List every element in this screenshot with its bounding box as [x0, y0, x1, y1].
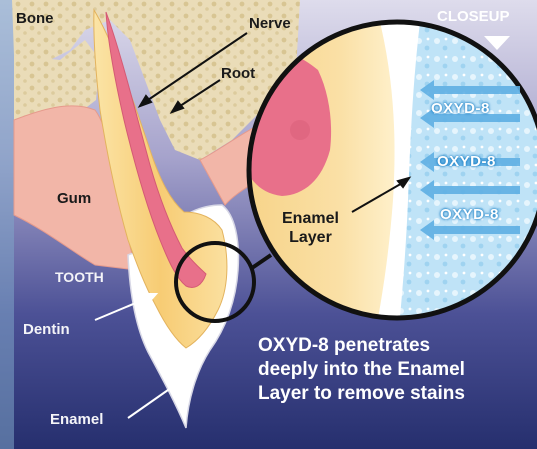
- label-enamel-layer-line1: Enamel: [282, 209, 339, 228]
- caption-line-1: OXYD-8 penetrates: [258, 334, 528, 358]
- oxyd-label-1: OXYD-8: [431, 100, 490, 117]
- left-edge-strip: [0, 0, 14, 449]
- label-gum: Gum: [57, 191, 91, 206]
- label-tooth: TOOTH: [55, 270, 104, 284]
- caption-line-2: deeply into the Enamel: [258, 358, 528, 382]
- oxyd-label-3: OXYD-8: [440, 206, 499, 223]
- label-closeup: CLOSEUP: [437, 8, 510, 25]
- label-enamel: Enamel: [50, 412, 103, 427]
- label-nerve: Nerve: [249, 16, 291, 31]
- oxyd-label-2: OXYD-8: [437, 153, 496, 170]
- label-bone: Bone: [16, 11, 54, 26]
- label-root: Root: [221, 66, 255, 81]
- label-enamel-layer-line2: Layer: [282, 228, 339, 247]
- caption-line-3: Layer to remove stains: [258, 382, 528, 406]
- caption-text: OXYD-8 penetrates deeply into the Enamel…: [258, 334, 528, 406]
- label-enamel-layer: Enamel Layer: [282, 209, 339, 247]
- label-dentin: Dentin: [23, 322, 70, 337]
